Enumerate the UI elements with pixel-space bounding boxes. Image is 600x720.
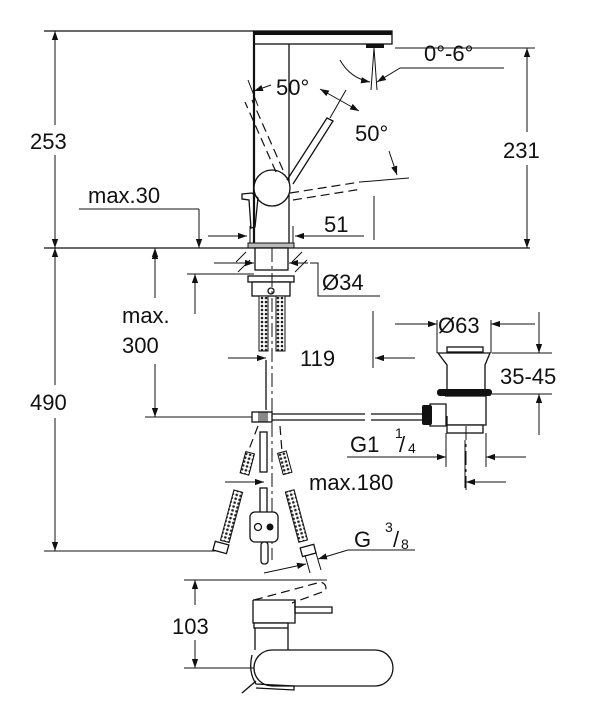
dimension-below-deck-height: 490 — [30, 248, 215, 552]
label-diameter-34: Ø34 — [322, 270, 364, 295]
dimension-hose-length: max. 300 — [122, 250, 252, 418]
aerator — [366, 44, 384, 48]
below-deck-assembly — [212, 247, 425, 574]
dimension-spout-height: 231 — [395, 47, 540, 248]
label-0-6-deg: 0°-6° — [424, 41, 473, 66]
dimension-overall-height: 253 — [30, 31, 67, 248]
label-max-180: max.180 — [309, 470, 393, 495]
fraction-slash: / — [399, 432, 406, 457]
label-max-30: max.30 — [88, 183, 160, 208]
label-490: 490 — [30, 390, 67, 415]
label-35-45: 35-45 — [500, 364, 556, 389]
label-diameter-63: Ø63 — [438, 313, 480, 338]
label-50-deg-front: 50° — [355, 121, 388, 146]
label-g1: G1 — [350, 432, 379, 457]
label-231: 231 — [503, 138, 540, 163]
supply-hose-right — [275, 295, 286, 352]
waste-assembly — [422, 346, 492, 490]
dimension-lever-angle-front: 50° — [319, 88, 398, 176]
label-g: G — [354, 527, 371, 552]
label-g1-numerator: 1 — [395, 425, 403, 441]
dimension-waste-range: 35-45 — [492, 312, 556, 435]
dimension-shank-diameter: Ø34 — [187, 259, 380, 314]
waste-knob — [422, 405, 432, 425]
waste-collar — [437, 389, 492, 396]
dimension-lever-angle-back: 50° — [253, 75, 309, 100]
dimension-pop-up-rod: max.180 — [225, 470, 393, 495]
label-g-denominator: 8 — [401, 536, 409, 552]
supply-hose-left — [258, 295, 269, 352]
base-flange — [247, 242, 295, 249]
label-103: 103 — [172, 614, 209, 639]
mounting-nut — [247, 275, 295, 283]
lever-handle — [286, 89, 347, 185]
label-g1-denominator: 4 — [408, 440, 416, 456]
top-view-body — [253, 649, 394, 687]
dimension-base-offset: 51 — [292, 196, 375, 243]
pop-up-knob — [241, 192, 259, 229]
dimension-spout-tilt: 0°-6° — [339, 41, 504, 84]
label-50-deg-back: 50° — [276, 75, 309, 100]
lever-cartridge — [253, 169, 291, 207]
label-51: 51 — [324, 212, 348, 237]
dimension-waste-thread: G1 1 / 4 — [347, 425, 526, 488]
faucet-side-view — [241, 30, 410, 249]
fraction-slash-2: / — [393, 527, 400, 552]
dimension-waste-diameter: Ø63 — [395, 313, 535, 353]
faucet-top-view — [184, 579, 394, 694]
dimension-top-view-height: 103 — [172, 580, 254, 669]
label-119: 119 — [300, 346, 335, 371]
label-g-numerator: 3 — [385, 519, 393, 535]
dimension-max-deck-thickness: max.30 — [79, 183, 251, 270]
label-253: 253 — [30, 129, 67, 154]
label-300: 300 — [122, 333, 159, 358]
dimension-supply-thread: G 3 / 8 — [263, 519, 415, 574]
dimension-drain-offset: 119 — [228, 311, 415, 371]
label-max: max. — [122, 303, 170, 328]
